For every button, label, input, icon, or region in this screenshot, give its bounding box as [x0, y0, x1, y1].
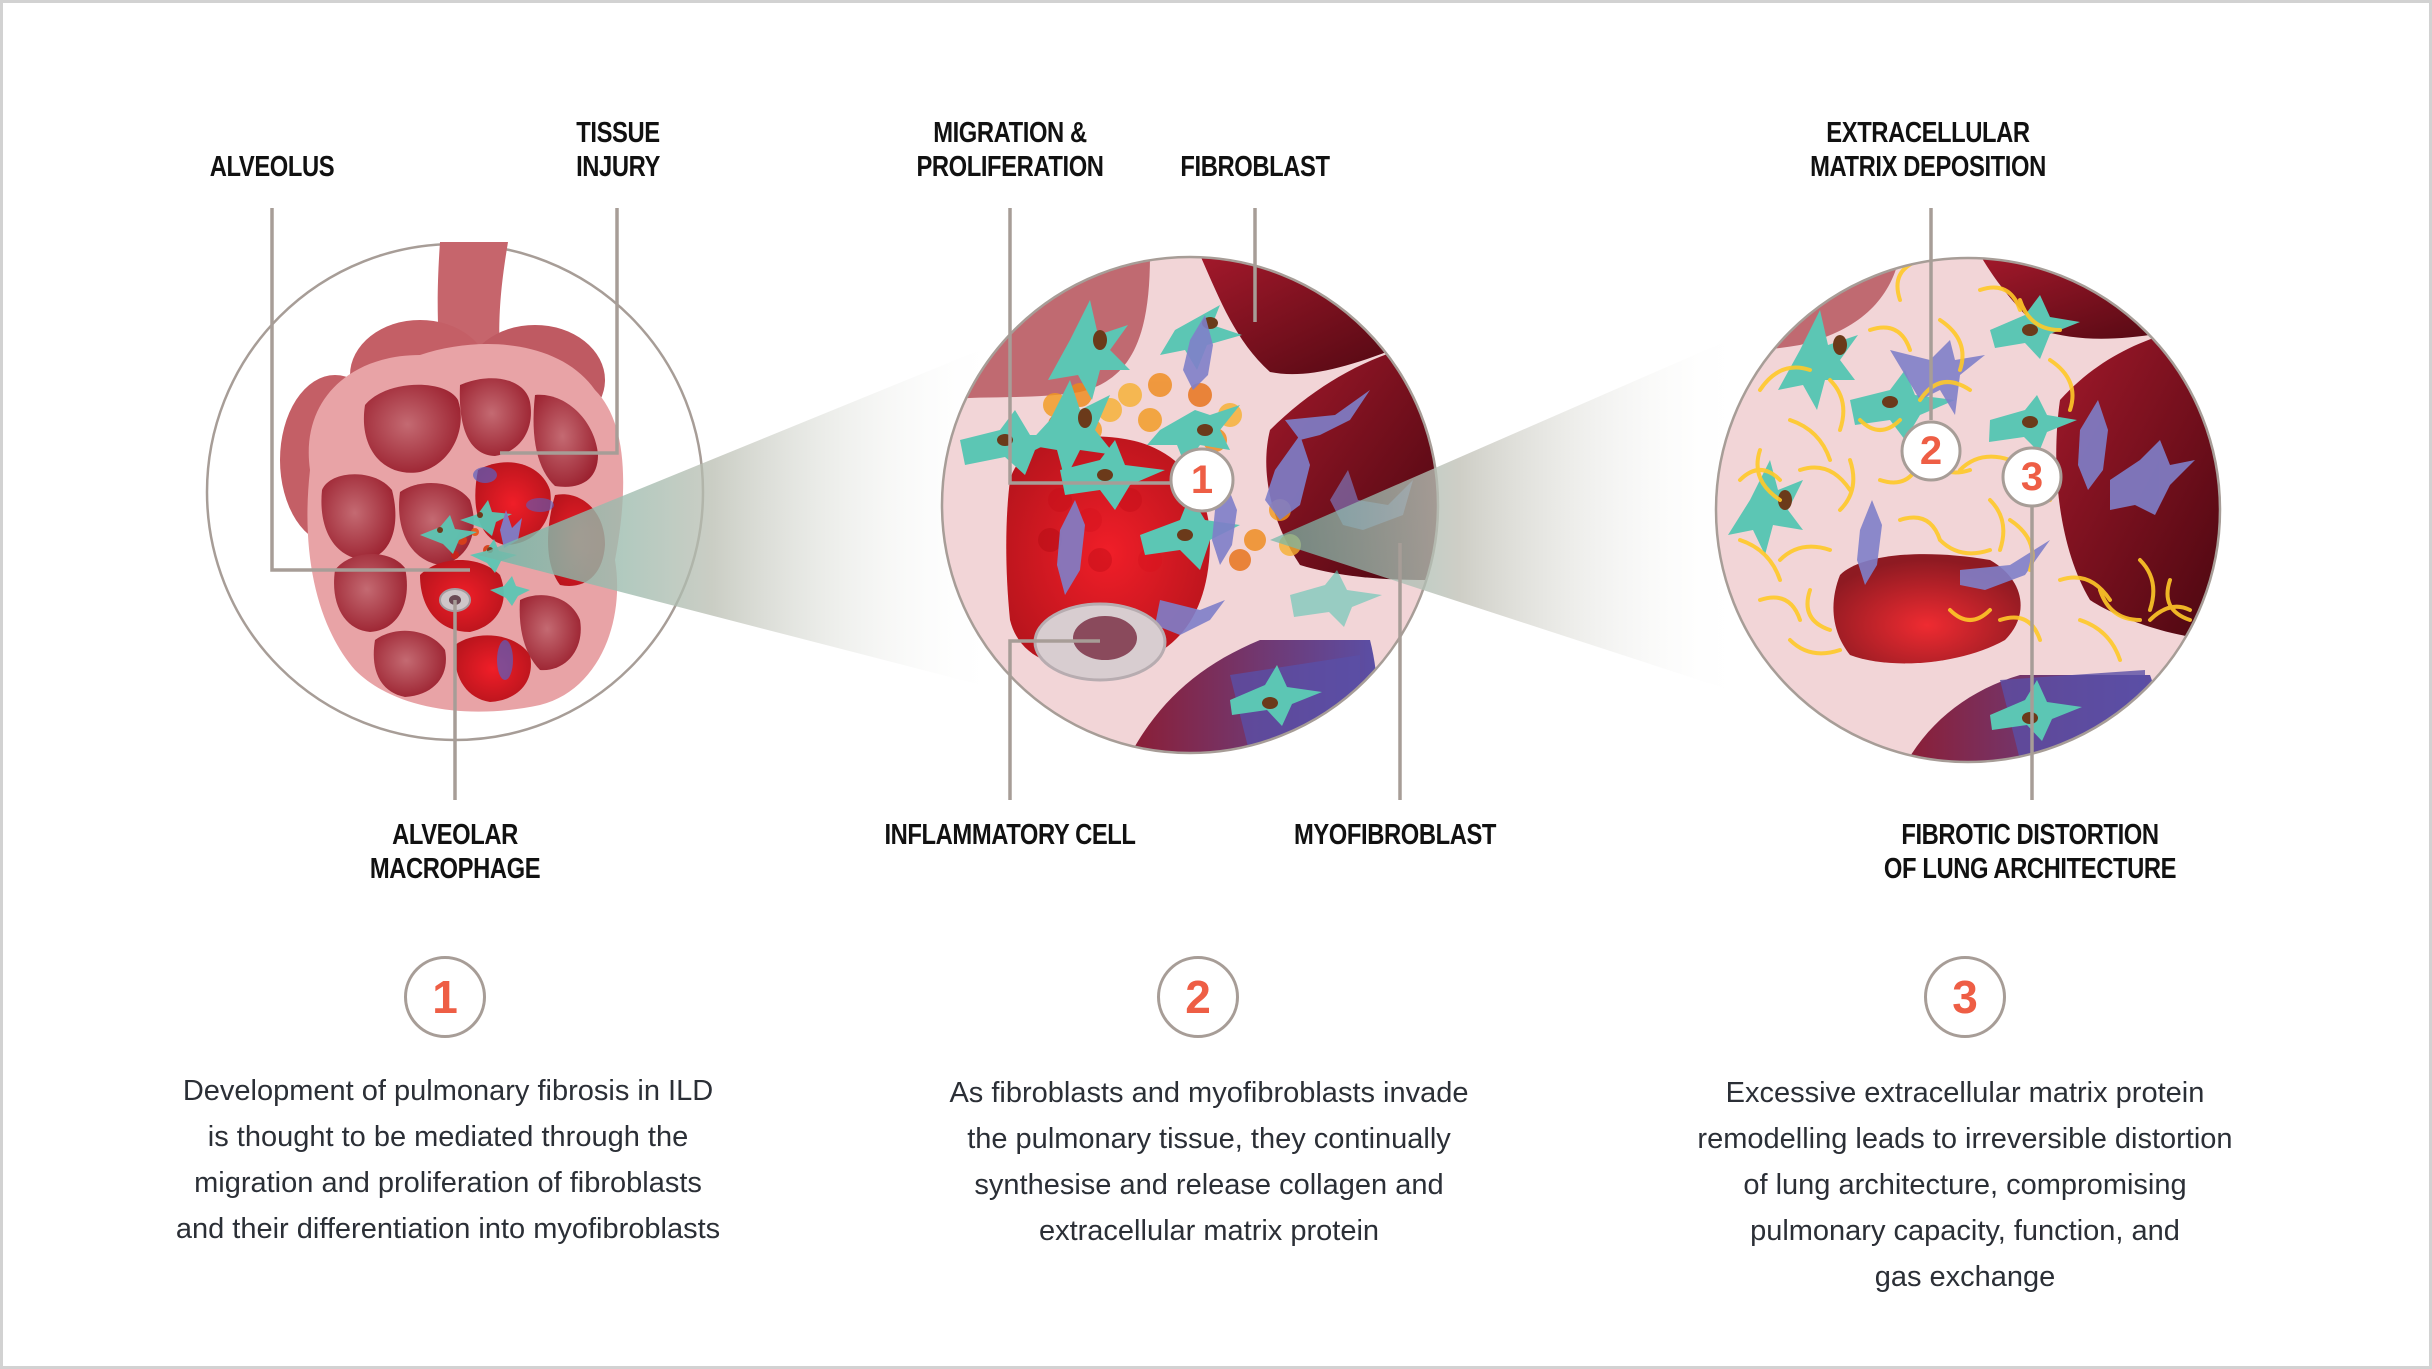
step-3-line: gas exchange [1874, 1261, 2056, 1293]
label-ecm-deposition: EXTRACELLULAR MATRIX DEPOSITION [1789, 116, 2068, 184]
label-alveolar-macrophage: ALVEOLAR MACROPHAGE [353, 818, 558, 886]
inset-marker-2-number: 2 [1919, 429, 1943, 473]
leader-lines [270, 208, 2034, 800]
label-fibrotic-distortion: FIBROTIC DISTORTION OF LUNG ARCHITECTURE [1874, 818, 2186, 886]
step-2-description: As fibroblasts and myofibroblasts invade… [869, 1070, 1549, 1254]
step-1-description: Development of pulmonary fibrosis in ILD… [108, 1068, 788, 1252]
label-migration-line-2: PROLIFERATION [916, 151, 1104, 183]
step-1-line: Development of pulmonary fibrosis in ILD [182, 1075, 714, 1107]
label-alveolus-line-1: ALVEOLUS [209, 151, 335, 183]
label-migration-line-1: MIGRATION & [933, 117, 1087, 149]
inset-marker-1-number: 1 [1190, 458, 1214, 502]
label-ecm-line-2: MATRIX DEPOSITION [1810, 151, 2046, 183]
alveolus-panel [205, 242, 705, 742]
step-3-line: of lung architecture, compromising [1743, 1169, 2187, 1201]
label-alveolus: ALVEOLUS [190, 150, 354, 184]
label-migration-proliferation: MIGRATION & PROLIFERATION [887, 116, 1133, 184]
step-2-line: synthesise and release collagen and [974, 1169, 1444, 1201]
inset-marker-1 [1169, 447, 1235, 513]
step-2-line: As fibroblasts and myofibroblasts invade [949, 1077, 1469, 1109]
label-inflammatory-cell: INFLAMMATORY CELL [871, 818, 1150, 852]
inset-marker-3 [2001, 446, 2063, 508]
label-myofibroblast: MYOFIBROBLAST [1272, 818, 1518, 852]
label-tissue-injury-line-1: TISSUE [576, 117, 660, 149]
label-fibroblast: FIBROBLAST [1132, 150, 1378, 184]
step-2-line: the pulmonary tissue, they continually [967, 1123, 1451, 1155]
label-myofibroblast-line-1: MYOFIBROBLAST [1293, 819, 1497, 851]
zoom-cone-2 [1270, 335, 1745, 695]
step-1-line: is thought to be mediated through the [207, 1121, 689, 1153]
fibrosis-panel [1714, 256, 2222, 764]
step-2-line: extracellular matrix protein [1038, 1215, 1380, 1247]
step-1-line: and their differentiation into myofibrob… [175, 1213, 721, 1245]
label-macrophage-line-2: MACROPHAGE [369, 853, 541, 885]
step-badge-3: 3 [1924, 956, 2006, 1038]
step-1-line: migration and proliferation of fibroblas… [194, 1167, 702, 1199]
step-3-line: pulmonary capacity, function, and [1750, 1215, 2180, 1247]
step-badge-1: 1 [404, 956, 486, 1038]
inset-marker-2 [1900, 420, 1962, 482]
step-3-description: Excessive extracellular matrix protein r… [1625, 1070, 2305, 1300]
label-tissue-injury: TISSUE INJURY [536, 116, 700, 184]
label-macrophage-line-1: ALVEOLAR [392, 819, 518, 851]
label-inflammatory-line-1: INFLAMMATORY CELL [884, 819, 1136, 851]
step-3-line: remodelling leads to irreversible distor… [1697, 1123, 2233, 1155]
step-3-line: Excessive extracellular matrix protein [1725, 1077, 2205, 1109]
label-tissue-injury-line-2: INJURY [576, 151, 660, 183]
label-fibroblast-line-1: FIBROBLAST [1180, 151, 1330, 183]
inset-marker-3-number: 3 [2020, 455, 2044, 499]
zoom-cone-1 [478, 350, 1000, 690]
label-fibrotic-line-2: OF LUNG ARCHITECTURE [1883, 853, 2177, 885]
step-badge-2: 2 [1157, 956, 1239, 1038]
label-fibrotic-line-1: FIBROTIC DISTORTION [1901, 819, 2159, 851]
label-ecm-line-1: EXTRACELLULAR [1826, 117, 2030, 149]
fibrosis-view-circle [1714, 256, 2222, 764]
